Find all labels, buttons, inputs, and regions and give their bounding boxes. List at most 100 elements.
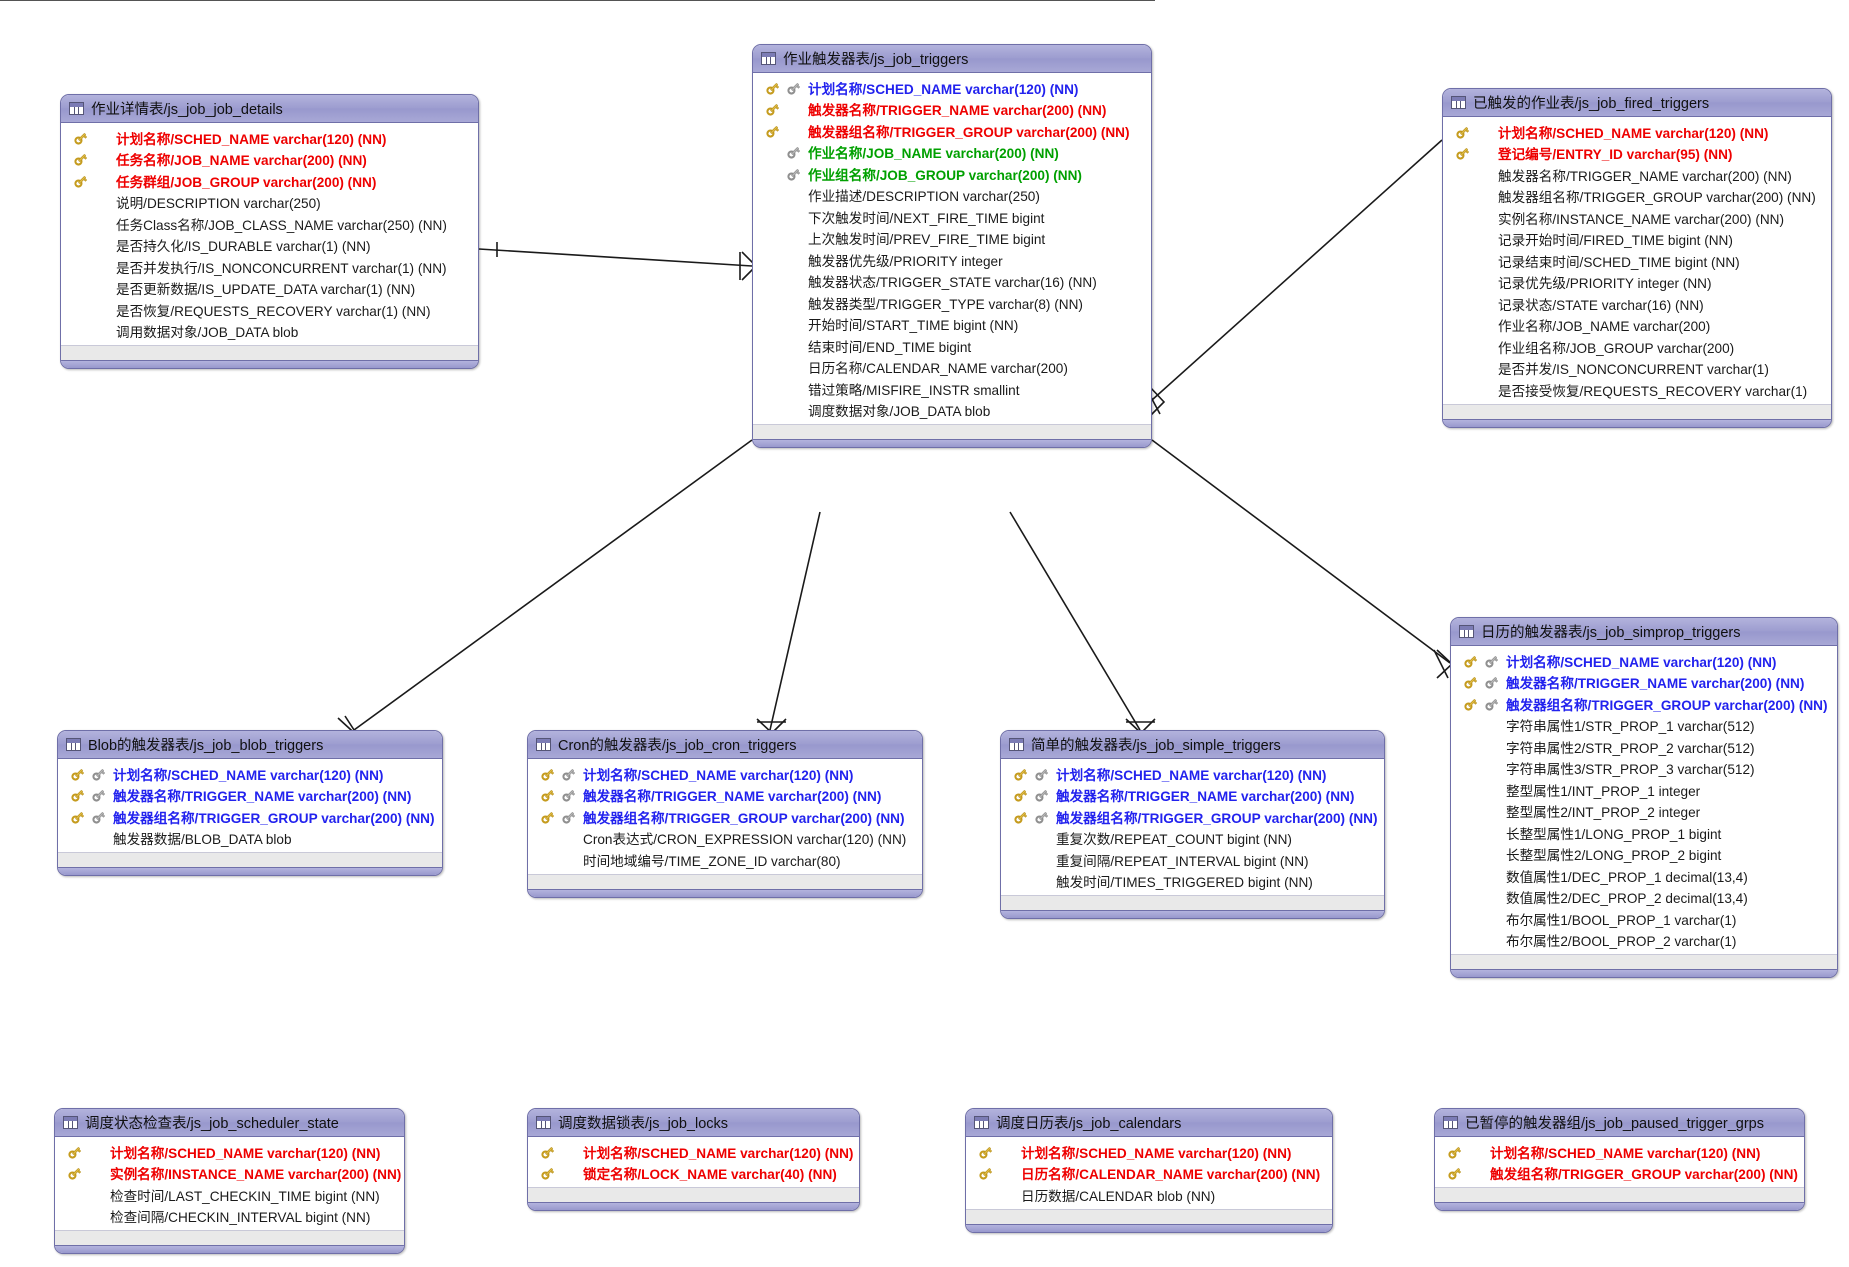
attribute-row[interactable]: 是否接受恢复/REQUESTS_RECOVERY varchar(1) bbox=[1443, 379, 1831, 401]
attribute-row[interactable]: 调用数据对象/JOB_DATA blob bbox=[61, 321, 478, 343]
attribute-row[interactable]: 计划名称/SCHED_NAME varchar(120) (NN) bbox=[753, 77, 1151, 99]
attribute-row[interactable]: 布尔属性1/BOOL_PROP_1 varchar(1) bbox=[1451, 908, 1837, 930]
attribute-row[interactable]: 记录开始时间/FIRED_TIME bigint (NN) bbox=[1443, 229, 1831, 251]
entity-header-blob_triggers[interactable]: Blob的触发器表/js_job_blob_triggers bbox=[58, 731, 442, 759]
attribute-row[interactable]: 任务群组/JOB_GROUP varchar(200) (NN) bbox=[61, 170, 478, 192]
attribute-row[interactable]: 计划名称/SCHED_NAME varchar(120) (NN) bbox=[528, 1141, 859, 1163]
relationship-triggers-to-simprop[interactable] bbox=[1151, 439, 1454, 679]
attribute-row[interactable]: 触发器优先级/PRIORITY integer bbox=[753, 249, 1151, 271]
entity-header-scheduler_state[interactable]: 调度状态检查表/js_job_scheduler_state bbox=[55, 1109, 404, 1137]
attribute-row[interactable]: 作业名称/JOB_NAME varchar(200) bbox=[1443, 315, 1831, 337]
attribute-row[interactable]: 说明/DESCRIPTION varchar(250) bbox=[61, 192, 478, 214]
attribute-row[interactable]: 数值属性2/DEC_PROP_2 decimal(13,4) bbox=[1451, 887, 1837, 909]
entity-scheduler_state[interactable]: 调度状态检查表/js_job_scheduler_state 计划名称/SCHE… bbox=[54, 1108, 405, 1254]
entity-header-cron_triggers[interactable]: Cron的触发器表/js_job_cron_triggers bbox=[528, 731, 922, 759]
attribute-row[interactable]: 是否并发/IS_NONCONCURRENT varchar(1) bbox=[1443, 358, 1831, 380]
attribute-row[interactable]: 计划名称/SCHED_NAME varchar(120) (NN) bbox=[528, 763, 922, 785]
entity-job_triggers[interactable]: 作业触发器表/js_job_triggers 计划名称/SCHED_NAME v… bbox=[752, 44, 1152, 448]
attribute-row[interactable]: 触发组名称/TRIGGER_GROUP varchar(200) (NN) bbox=[1435, 1163, 1804, 1185]
attribute-row[interactable]: 计划名称/SCHED_NAME varchar(120) (NN) bbox=[1451, 650, 1837, 672]
entity-job_details[interactable]: 作业详情表/js_job_job_details 计划名称/SCHED_NAME… bbox=[60, 94, 479, 369]
attribute-row[interactable]: 计划名称/SCHED_NAME varchar(120) (NN) bbox=[58, 763, 442, 785]
attribute-row[interactable]: 是否并发执行/IS_NONCONCURRENT varchar(1) (NN) bbox=[61, 256, 478, 278]
attribute-row[interactable]: 触发器名称/TRIGGER_NAME varchar(200) (NN) bbox=[1451, 672, 1837, 694]
relationship-triggers-to-cron[interactable] bbox=[756, 511, 821, 735]
attribute-row[interactable]: 计划名称/SCHED_NAME varchar(120) (NN) bbox=[1435, 1141, 1804, 1163]
entity-header-calendars[interactable]: 调度日历表/js_job_calendars bbox=[966, 1109, 1332, 1137]
attribute-row[interactable]: 触发器组名称/TRIGGER_GROUP varchar(200) (NN) bbox=[528, 806, 922, 828]
attribute-row[interactable]: 触发时间/TIMES_TRIGGERED bigint (NN) bbox=[1001, 871, 1384, 893]
entity-header-job_details[interactable]: 作业详情表/js_job_job_details bbox=[61, 95, 478, 123]
attribute-row[interactable]: 计划名称/SCHED_NAME varchar(120) (NN) bbox=[1001, 763, 1384, 785]
attribute-row[interactable]: 日历数据/CALENDAR blob (NN) bbox=[966, 1184, 1332, 1206]
attribute-row[interactable]: 登记编号/ENTRY_ID varchar(95) (NN) bbox=[1443, 143, 1831, 165]
entity-cron_triggers[interactable]: Cron的触发器表/js_job_cron_triggers 计划名称/SCHE… bbox=[527, 730, 923, 898]
relationship-job-details-to-triggers[interactable] bbox=[478, 242, 758, 281]
attribute-row[interactable]: 结束时间/END_TIME bigint bbox=[753, 335, 1151, 357]
attribute-row[interactable]: 长整型属性1/LONG_PROP_1 bigint bbox=[1451, 822, 1837, 844]
attribute-row[interactable]: 检查间隔/CHECKIN_INTERVAL bigint (NN) bbox=[55, 1206, 404, 1228]
attribute-row[interactable]: 触发器名称/TRIGGER_NAME varchar(200) (NN) bbox=[753, 99, 1151, 121]
entity-simple_triggers[interactable]: 简单的触发器表/js_job_simple_triggers 计划名称/SCHE… bbox=[1000, 730, 1385, 919]
attribute-row[interactable]: 作业组名称/JOB_GROUP varchar(200) (NN) bbox=[753, 163, 1151, 185]
attribute-row[interactable]: 布尔属性2/BOOL_PROP_2 varchar(1) bbox=[1451, 930, 1837, 952]
attribute-row[interactable]: 触发器名称/TRIGGER_NAME varchar(200) (NN) bbox=[1443, 164, 1831, 186]
attribute-row[interactable]: 触发器名称/TRIGGER_NAME varchar(200) (NN) bbox=[528, 785, 922, 807]
attribute-row[interactable]: 记录结束时间/SCHED_TIME bigint (NN) bbox=[1443, 250, 1831, 272]
attribute-row[interactable]: 日历名称/CALENDAR_NAME varchar(200) (NN) bbox=[966, 1163, 1332, 1185]
attribute-row[interactable]: 记录状态/STATE varchar(16) (NN) bbox=[1443, 293, 1831, 315]
entity-header-locks[interactable]: 调度数据锁表/js_job_locks bbox=[528, 1109, 859, 1137]
attribute-row[interactable]: 计划名称/SCHED_NAME varchar(120) (NN) bbox=[55, 1141, 404, 1163]
attribute-row[interactable]: 计划名称/SCHED_NAME varchar(120) (NN) bbox=[966, 1141, 1332, 1163]
attribute-row[interactable]: Cron表达式/CRON_EXPRESSION varchar(120) (NN… bbox=[528, 828, 922, 850]
entity-paused_trigger_grps[interactable]: 已暂停的触发器组/js_job_paused_trigger_grps 计划名称… bbox=[1434, 1108, 1805, 1211]
attribute-row[interactable]: 调度数据对象/JOB_DATA blob bbox=[753, 400, 1151, 422]
attribute-row[interactable]: 字符串属性3/STR_PROP_3 varchar(512) bbox=[1451, 758, 1837, 780]
attribute-row[interactable]: 计划名称/SCHED_NAME varchar(120) (NN) bbox=[61, 127, 478, 149]
attribute-row[interactable]: 是否持久化/IS_DURABLE varchar(1) (NN) bbox=[61, 235, 478, 257]
attribute-row[interactable]: 字符串属性1/STR_PROP_1 varchar(512) bbox=[1451, 715, 1837, 737]
attribute-row[interactable]: 整型属性1/INT_PROP_1 integer bbox=[1451, 779, 1837, 801]
attribute-row[interactable]: 作业组名称/JOB_GROUP varchar(200) bbox=[1443, 336, 1831, 358]
relationship-triggers-to-simple[interactable] bbox=[1009, 511, 1156, 735]
attribute-row[interactable]: 错过策略/MISFIRE_INSTR smallint bbox=[753, 378, 1151, 400]
attribute-row[interactable]: 数值属性1/DEC_PROP_1 decimal(13,4) bbox=[1451, 865, 1837, 887]
entity-header-fired_triggers[interactable]: 已触发的作业表/js_job_fired_triggers bbox=[1443, 89, 1831, 117]
attribute-row[interactable]: 触发器组名称/TRIGGER_GROUP varchar(200) (NN) bbox=[1443, 186, 1831, 208]
attribute-row[interactable]: 长整型属性2/LONG_PROP_2 bigint bbox=[1451, 844, 1837, 866]
attribute-row[interactable]: 触发器组名称/TRIGGER_GROUP varchar(200) (NN) bbox=[58, 806, 442, 828]
attribute-row[interactable]: 任务Class名称/JOB_CLASS_NAME varchar(250) (N… bbox=[61, 213, 478, 235]
attribute-row[interactable]: 触发器名称/TRIGGER_NAME varchar(200) (NN) bbox=[58, 785, 442, 807]
entity-header-job_triggers[interactable]: 作业触发器表/js_job_triggers bbox=[753, 45, 1151, 73]
attribute-row[interactable]: 触发器组名称/TRIGGER_GROUP varchar(200) (NN) bbox=[753, 120, 1151, 142]
attribute-row[interactable]: 作业名称/JOB_NAME varchar(200) (NN) bbox=[753, 142, 1151, 164]
relationship-triggers-to-blob[interactable] bbox=[337, 439, 753, 743]
attribute-row[interactable]: 开始时间/START_TIME bigint (NN) bbox=[753, 314, 1151, 336]
entity-header-simprop_triggers[interactable]: 日历的触发器表/js_job_simprop_triggers bbox=[1451, 618, 1837, 646]
entity-calendars[interactable]: 调度日历表/js_job_calendars 计划名称/SCHED_NAME v… bbox=[965, 1108, 1333, 1233]
attribute-row[interactable]: 实例名称/INSTANCE_NAME varchar(200) (NN) bbox=[55, 1163, 404, 1185]
entity-header-simple_triggers[interactable]: 简单的触发器表/js_job_simple_triggers bbox=[1001, 731, 1384, 759]
entity-fired_triggers[interactable]: 已触发的作业表/js_job_fired_triggers 计划名称/SCHED… bbox=[1442, 88, 1832, 428]
attribute-row[interactable]: 触发器组名称/TRIGGER_GROUP varchar(200) (NN) bbox=[1001, 806, 1384, 828]
attribute-row[interactable]: 实例名称/INSTANCE_NAME varchar(200) (NN) bbox=[1443, 207, 1831, 229]
attribute-row[interactable]: 是否恢复/REQUESTS_RECOVERY varchar(1) (NN) bbox=[61, 299, 478, 321]
attribute-row[interactable]: 任务名称/JOB_NAME varchar(200) (NN) bbox=[61, 149, 478, 171]
attribute-row[interactable]: 计划名称/SCHED_NAME varchar(120) (NN) bbox=[1443, 121, 1831, 143]
attribute-row[interactable]: 记录优先级/PRIORITY integer (NN) bbox=[1443, 272, 1831, 294]
attribute-row[interactable]: 触发器名称/TRIGGER_NAME varchar(200) (NN) bbox=[1001, 785, 1384, 807]
entity-locks[interactable]: 调度数据锁表/js_job_locks 计划名称/SCHED_NAME varc… bbox=[527, 1108, 860, 1211]
attribute-row[interactable]: 整型属性2/INT_PROP_2 integer bbox=[1451, 801, 1837, 823]
attribute-row[interactable]: 触发器数据/BLOB_DATA blob bbox=[58, 828, 442, 850]
attribute-row[interactable]: 上次触发时间/PREV_FIRE_TIME bigint bbox=[753, 228, 1151, 250]
attribute-row[interactable]: 检查时间/LAST_CHECKIN_TIME bigint (NN) bbox=[55, 1184, 404, 1206]
attribute-row[interactable]: 触发器类型/TRIGGER_TYPE varchar(8) (NN) bbox=[753, 292, 1151, 314]
entity-simprop_triggers[interactable]: 日历的触发器表/js_job_simprop_triggers 计划名称/SCH… bbox=[1450, 617, 1838, 978]
attribute-row[interactable]: 是否更新数据/IS_UPDATE_DATA varchar(1) (NN) bbox=[61, 278, 478, 300]
attribute-row[interactable]: 触发器状态/TRIGGER_STATE varchar(16) (NN) bbox=[753, 271, 1151, 293]
attribute-row[interactable]: 重复次数/REPEAT_COUNT bigint (NN) bbox=[1001, 828, 1384, 850]
attribute-row[interactable]: 下次触发时间/NEXT_FIRE_TIME bigint bbox=[753, 206, 1151, 228]
attribute-row[interactable]: 日历名称/CALENDAR_NAME varchar(200) bbox=[753, 357, 1151, 379]
entity-header-paused_trigger_grps[interactable]: 已暂停的触发器组/js_job_paused_trigger_grps bbox=[1435, 1109, 1804, 1137]
attribute-row[interactable]: 重复间隔/REPEAT_INTERVAL bigint (NN) bbox=[1001, 849, 1384, 871]
